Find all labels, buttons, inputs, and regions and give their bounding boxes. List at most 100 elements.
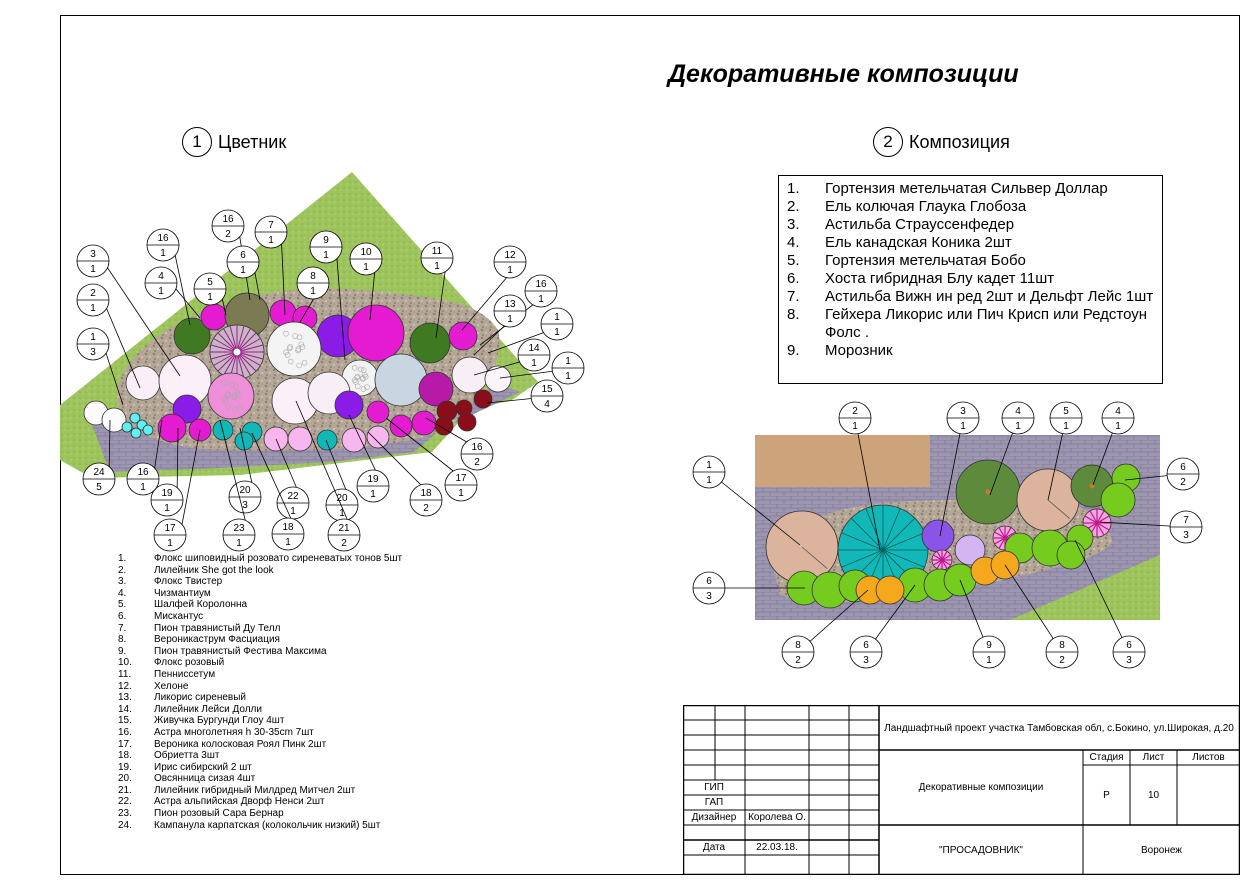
plant-callout: 82: [781, 589, 869, 669]
legend-text: Гортензия метельчатая Бобо: [825, 252, 1026, 269]
legend-text: Овсянница сизая 4шт: [154, 773, 256, 785]
title-block: Ландшафтный проект участка Тамбовская об…: [683, 705, 1240, 875]
legend-text: Пион травянистый Ду Телл: [154, 622, 281, 634]
callout-number: 5: [1063, 406, 1069, 417]
callout-count: 1: [90, 264, 96, 275]
callout-number: 18: [420, 488, 432, 499]
plant-callout: 231: [219, 419, 256, 552]
plant-callout: 71: [254, 215, 288, 316]
legend-number: 3.: [118, 576, 127, 588]
plant-symbol: [448, 321, 478, 351]
plant-symbol: [473, 389, 493, 409]
callout-number: 17: [164, 523, 176, 534]
plant-symbol: [130, 427, 142, 439]
plant-symbol: [347, 304, 405, 362]
stage-value: Р: [1103, 789, 1110, 801]
legend-text: Астра альпийская Дворф Ненси 2шт: [154, 796, 325, 808]
callout-number: 11: [432, 246, 443, 257]
callout-count: 1: [158, 286, 164, 297]
callout-count: 1: [960, 421, 966, 432]
legend-number: 20.: [118, 773, 132, 785]
callout-count: 1: [167, 538, 173, 549]
legend-number: 15.: [118, 715, 132, 727]
flowerbed-legend-item: 1.Флокс шиповидный розовато сиреневатых …: [118, 553, 402, 565]
callout-count: 1: [240, 265, 246, 276]
plant-callout: 41: [1092, 401, 1135, 486]
city-name: Воронеж: [1140, 844, 1182, 856]
callout-count: 1: [554, 327, 560, 338]
legend-text: Ликорис сиреневый: [154, 692, 247, 704]
composition-legend-item: 6.Хоста гибридная Блу кадет 11шт: [787, 270, 1154, 288]
plant-callout: 31: [939, 401, 980, 537]
callout-count: 1: [507, 265, 513, 276]
callout-number: 15: [541, 384, 553, 395]
plant-callout: 141: [473, 338, 551, 376]
legend-number: 6.: [118, 610, 127, 622]
callout-count: 1: [706, 475, 712, 486]
callout-number: 16: [535, 279, 547, 290]
section-composition-title: 2 Композиция: [873, 127, 1010, 157]
legend-number: 10.: [118, 657, 132, 669]
callout-count: 1: [1063, 421, 1069, 432]
plant-symbol: [389, 414, 413, 438]
plant-symbol: [418, 371, 454, 407]
plant-symbol: [316, 429, 338, 451]
composition-legend-item: 4.Ель канадская Коника 2шт: [787, 234, 1154, 252]
legend-text: Ель колючая Глаука Глобоза: [825, 198, 1027, 215]
legend-number: 24.: [118, 819, 132, 831]
plant-callout: 63: [692, 571, 805, 605]
legend-text: Чизмантиум: [154, 587, 211, 599]
gap-label: ГАП: [704, 797, 724, 808]
callout-number: 18: [282, 522, 294, 533]
legend-number: 23.: [118, 808, 132, 820]
callout-count: 1: [1115, 421, 1121, 432]
legend-number: 19.: [118, 761, 132, 773]
callout-count: 2: [474, 457, 480, 468]
legend-number: 2.: [118, 564, 127, 576]
plant-callout: 11: [487, 307, 574, 354]
plant-callout: 41: [144, 266, 201, 319]
plant-callout: 61: [226, 245, 261, 301]
stage-header: Стадия: [1089, 752, 1124, 763]
plant-callout: 73: [1099, 510, 1203, 544]
plant-callout: 101: [349, 242, 383, 321]
callout-number: 2: [852, 406, 858, 417]
legend-number: 7.: [787, 288, 800, 305]
flowerbed-legend-item: 6.Мискантус: [118, 611, 402, 623]
designer-label: Дизайнер: [691, 812, 737, 823]
legend-text: Шалфей Королонна: [154, 599, 248, 611]
plant-symbol: [451, 356, 489, 394]
callout-number: 20: [336, 493, 348, 504]
plant-callout: 82: [1004, 564, 1079, 669]
legend-text: Ель канадская Коника 2шт: [825, 234, 1012, 251]
section-number: 2: [873, 127, 903, 157]
flowerbed-legend-item: 2.Лилейник She got the look: [118, 565, 402, 577]
legend-text: Лилейник гибридный Милдред Митчел 2шт: [154, 784, 356, 796]
plant-callout: 91: [959, 579, 1006, 669]
legend-text: Живучка Бургунди Глоу 4шт: [154, 715, 285, 727]
plant-symbol: [125, 365, 161, 401]
plant-symbol: [200, 303, 228, 331]
callout-number: 19: [367, 474, 379, 485]
callout-number: 6: [240, 250, 246, 261]
callout-count: 1: [290, 506, 296, 517]
callout-count: 1: [268, 235, 274, 246]
callout-count: 1: [339, 508, 345, 519]
sheet-value: 10: [1147, 789, 1160, 801]
sheet-title: Декоративные композиции: [918, 782, 1044, 793]
plant-symbol: [212, 419, 234, 441]
plant-symbol: [366, 400, 390, 424]
plant-callout: 161: [146, 228, 191, 326]
flowerbed-legend-item: 10.Флокс розовый: [118, 657, 402, 669]
plant-symbol: [172, 394, 202, 424]
legend-number: 17.: [118, 738, 132, 750]
callout-number: 1: [90, 332, 96, 343]
flowerbed-legend-item: 18.Обриетта 3шт: [118, 750, 402, 762]
project-name: Ландшафтный проект участка Тамбовская об…: [884, 723, 1234, 734]
callout-count: 3: [1126, 655, 1132, 666]
plant-symbol: [234, 431, 254, 451]
plant-symbol: [207, 372, 255, 420]
